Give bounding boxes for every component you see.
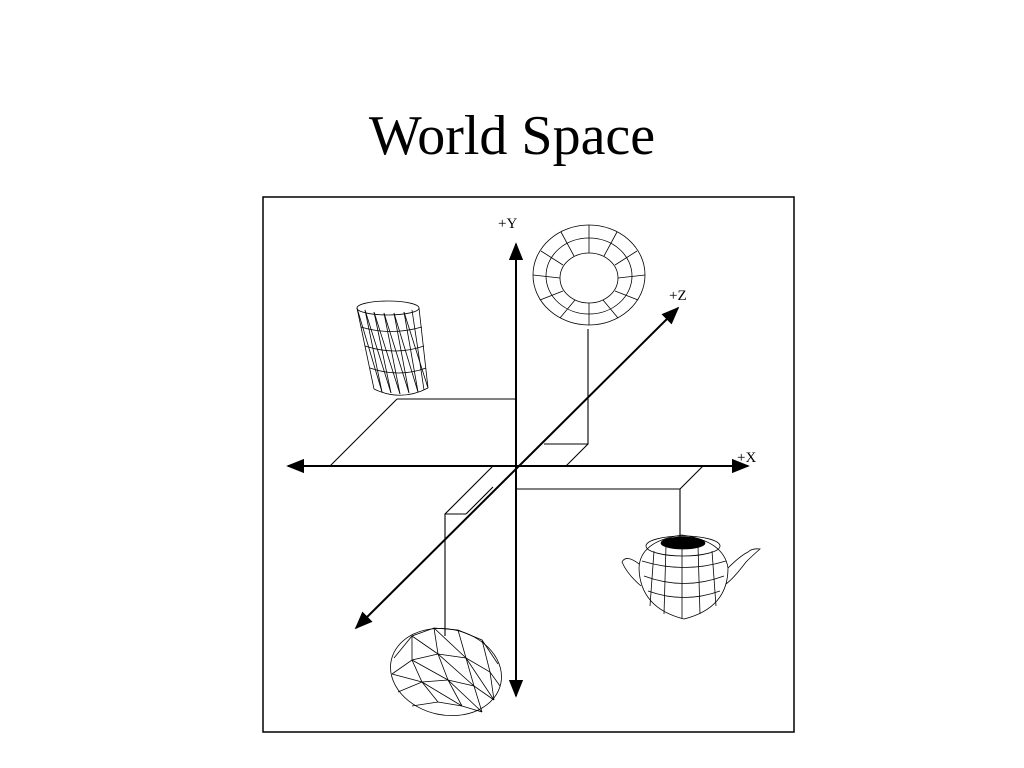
z-axis	[354, 306, 680, 630]
diagram-frame	[262, 196, 795, 733]
wireframe-teapot-icon	[621, 534, 761, 620]
z-axis-label: +Z	[669, 288, 687, 304]
wireframe-torus-icon	[532, 224, 646, 326]
world-space-diagram: +Y +Z +X	[262, 196, 795, 733]
wireframe-ellipsoid-icon	[390, 627, 502, 717]
projection-lines	[329, 329, 704, 636]
wireframe-cylinder-icon	[356, 300, 429, 396]
x-axis-label: +X	[737, 450, 756, 466]
slide-title: World Space	[368, 105, 656, 167]
y-axis-label: +Y	[498, 216, 517, 232]
